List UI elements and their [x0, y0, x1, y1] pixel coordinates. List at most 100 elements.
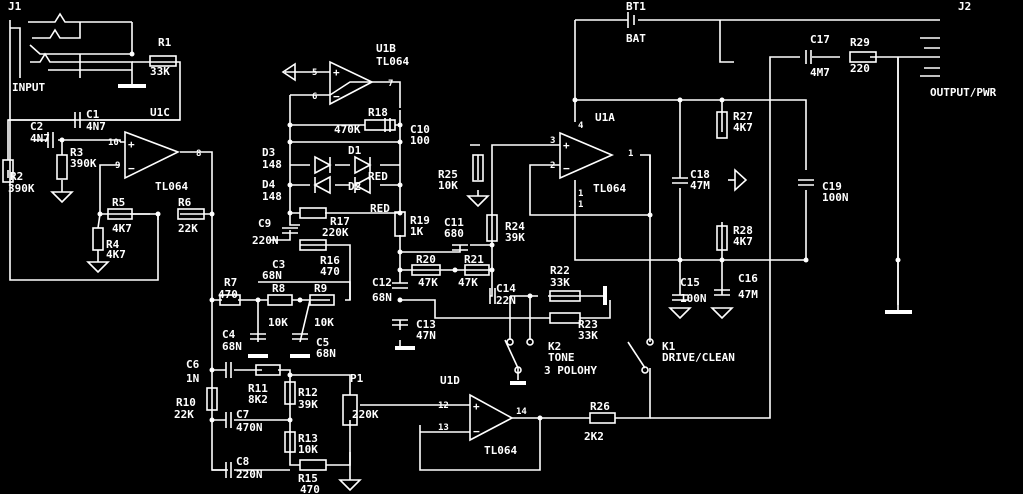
svg-text:−: −: [473, 425, 480, 438]
u1b-pin: 5: [312, 68, 317, 78]
c10-ref: C10: [410, 123, 430, 136]
d3-ref: D3: [262, 146, 275, 159]
d1-value: RED: [368, 170, 388, 183]
r17-ref: R17: [330, 215, 350, 228]
j1-name: INPUT: [12, 81, 45, 94]
k1-ref: K1: [662, 340, 676, 353]
r4-body: [92, 227, 104, 251]
r29-body: [849, 51, 877, 63]
r23-value: 33K: [578, 329, 598, 342]
u1a-triangle: [559, 131, 615, 180]
c11-value: 680: [444, 227, 464, 240]
c19-plates: [798, 179, 814, 186]
c4-plates: [250, 333, 266, 340]
r12-body: [284, 381, 296, 405]
r6-body: [177, 208, 205, 220]
c7-value: 470N: [236, 421, 263, 434]
junction-dot: [537, 415, 543, 421]
junction-dot: [803, 257, 809, 263]
junction-dot: [397, 297, 403, 303]
u1c-pin: 8: [196, 149, 201, 159]
junction-dot: [677, 257, 683, 263]
c7-plates: [225, 412, 232, 428]
c18-plates: [672, 177, 688, 184]
u1d-pin: 12: [438, 401, 449, 411]
k2-contact: [506, 338, 514, 346]
junction-dot: [287, 122, 293, 128]
ground-triangle: [710, 307, 734, 320]
junction-dot: [647, 212, 653, 218]
ground-triangle: [338, 479, 362, 492]
c13-ref: C13: [416, 318, 436, 331]
d3-value: 148: [262, 158, 282, 171]
svg-text:−: −: [128, 162, 135, 175]
svg-text:+: +: [563, 139, 570, 152]
c18-value: 47M: [690, 179, 710, 192]
junction-dot: [452, 267, 458, 273]
u1a-pin: 1: [628, 149, 633, 159]
r22-value: 33K: [550, 276, 570, 289]
k2-name: TONE: [548, 351, 575, 364]
junction-dot: [489, 242, 495, 248]
junction-dot: [97, 211, 103, 217]
junction-dot: [287, 417, 293, 423]
r19-value: 1K: [410, 225, 424, 238]
c17-ref: C17: [810, 33, 830, 46]
vref-triangle: [281, 62, 296, 82]
r25-ref: R25: [438, 168, 458, 181]
d2-symbol: [353, 175, 371, 195]
c10-value: 100: [410, 134, 430, 147]
r27-value: 4K7: [733, 121, 753, 134]
r24-body: [486, 214, 498, 242]
u1d-ref: U1D: [440, 374, 460, 387]
ground-triangle: [466, 195, 490, 208]
r23-body: [549, 312, 581, 324]
r17-value: 220K: [322, 226, 349, 239]
r8-ref: R8: [272, 282, 285, 295]
c14-plates: [489, 288, 496, 304]
r10-ref: R10: [176, 396, 196, 409]
r18-value: 470K: [334, 123, 361, 136]
junction-dot: [287, 372, 293, 378]
r1-ref: R1: [158, 36, 172, 49]
junction-dot: [209, 297, 215, 303]
r12-ref: R12: [298, 386, 318, 399]
junction-dot: [209, 367, 215, 373]
r11-body: [255, 364, 281, 376]
junction-dot: [209, 417, 215, 423]
u1d-pin: 14: [516, 407, 527, 417]
r1-value: 33K: [150, 65, 170, 78]
r24-ref: R24: [505, 220, 525, 233]
junction-dot: [287, 139, 293, 145]
bt1-name: BAT: [626, 32, 646, 45]
junction-dot: [719, 97, 725, 103]
junction-dot: [287, 182, 293, 188]
capacitor-plates: [47, 12, 814, 478]
r26-ref: R26: [590, 400, 610, 413]
c1-ref: C1: [86, 108, 100, 121]
r21-body: [464, 264, 490, 276]
u1b-pin: 7: [388, 79, 393, 89]
k2-ref: K2: [548, 340, 561, 353]
c5-ref: C5: [316, 336, 329, 349]
junction-dot: [397, 182, 403, 188]
svg-text:+: +: [473, 400, 480, 413]
r20-value: 47K: [418, 276, 438, 289]
r27-ref: R27: [733, 110, 753, 123]
u1a-ref: U1A: [595, 111, 615, 124]
c3-ref: C3: [272, 258, 285, 271]
c16-plates: [714, 289, 730, 296]
r10-value: 22K: [174, 408, 194, 421]
r5-value: 4K7: [112, 222, 132, 235]
svg-text:−: −: [333, 90, 340, 103]
u1a-pin: 2: [550, 161, 555, 171]
r2-ref: R2: [10, 170, 23, 183]
opamp-signs: +− +− +− +−: [128, 66, 570, 438]
junction-dot: [397, 267, 403, 273]
r15-value: 470: [300, 483, 320, 494]
p1-body: [342, 394, 358, 426]
r22-ref: R22: [550, 264, 570, 277]
c10-plates: [384, 118, 391, 132]
r13-ref: R13: [298, 432, 318, 445]
bt1-ref: BT1: [626, 0, 646, 13]
